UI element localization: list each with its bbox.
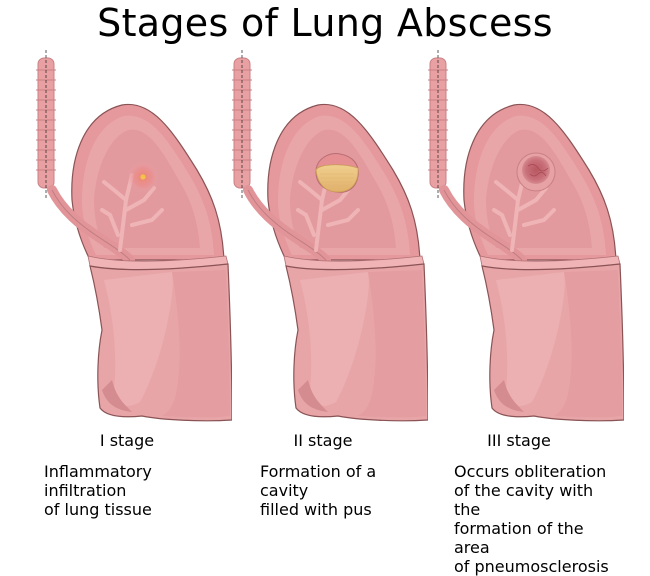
lung-illustration-stage-2 xyxy=(218,50,428,430)
lung-illustration-stage-3 xyxy=(414,50,624,430)
lung-illustration-stage-1 xyxy=(22,50,232,430)
diagram-title: Stages of Lung Abscess xyxy=(97,1,553,45)
stage-2-label: II stage xyxy=(293,431,353,450)
pus-cavity-icon xyxy=(315,153,359,193)
stage-2-panel: II stage Formation of a cavity filled wi… xyxy=(218,50,428,543)
stage-2-description: Formation of a cavity filled with pus xyxy=(260,462,377,519)
stage-1-description: Inflammatory infiltration of lung tissue xyxy=(44,462,152,519)
stage-3-panel: III stage Occurs obliteration of the cav… xyxy=(414,50,624,576)
stage-3-label: III stage xyxy=(487,431,551,450)
stage-1-panel: I stage Inflammatory infiltration of lun… xyxy=(22,50,232,543)
stage-1-label: I stage xyxy=(99,431,155,450)
pneumosclerosis-area-icon xyxy=(516,152,556,192)
stage-3-description: Occurs obliteration of the cavity with t… xyxy=(454,462,609,576)
